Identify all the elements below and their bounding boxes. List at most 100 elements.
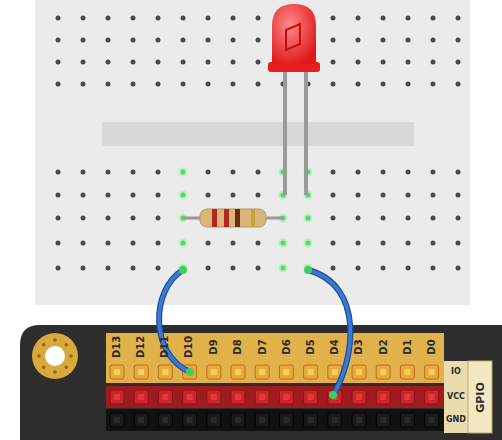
breadboard-hole	[231, 82, 236, 87]
header-pin	[400, 365, 414, 379]
wire-end	[186, 368, 194, 376]
breadboard-hole	[106, 16, 111, 21]
breadboard-hole	[180, 192, 187, 199]
header-pin-socket	[429, 417, 435, 423]
wire-end	[304, 266, 312, 274]
header-pin	[110, 365, 124, 379]
header-pin-socket	[404, 369, 410, 375]
header-pin-socket	[380, 369, 386, 375]
breadboard-hole	[406, 193, 411, 198]
breadboard-hole	[156, 266, 161, 271]
breadboard-hole	[106, 82, 111, 87]
breadboard-hole	[231, 241, 236, 246]
pin-name: D7	[257, 339, 267, 354]
breadboard-hole	[180, 169, 187, 176]
pin-row	[106, 361, 444, 383]
header-pin-socket	[356, 394, 362, 400]
breadboard-hole	[256, 38, 261, 43]
breadboard-hole	[381, 266, 386, 271]
breadboard-hole	[131, 82, 136, 87]
breadboard-hole	[456, 82, 461, 87]
breadboard-hole	[381, 216, 386, 221]
breadboard-hole	[456, 266, 461, 271]
breadboard-hole	[356, 216, 361, 221]
breadboard-hole	[81, 60, 86, 65]
breadboard-hole	[356, 266, 361, 271]
pin-label-strip	[106, 333, 444, 361]
mounting-hole-dot	[42, 343, 46, 347]
pin-name: D12	[136, 336, 146, 358]
header-pin-socket	[283, 417, 289, 423]
header-pin	[400, 413, 414, 427]
led-leg	[304, 70, 308, 195]
header-pin-socket	[356, 417, 362, 423]
mounting-hole-dot	[65, 343, 69, 347]
breadboard-hole	[331, 16, 336, 21]
header-pin	[231, 390, 245, 404]
gpio-label-panel	[468, 361, 492, 433]
pin-row	[106, 386, 444, 408]
header-pin-socket	[187, 417, 193, 423]
breadboard-hole	[356, 38, 361, 43]
pin-name: D2	[378, 339, 388, 354]
header-pin-socket	[138, 417, 144, 423]
header-pin-socket	[283, 394, 289, 400]
breadboard-hole	[256, 82, 261, 87]
header-pin	[328, 413, 342, 427]
pin-name: D8	[233, 339, 243, 354]
breadboard-hole	[131, 60, 136, 65]
header-pin	[158, 413, 172, 427]
breadboard-hole	[131, 266, 136, 271]
header-pin-socket	[211, 417, 217, 423]
resistor-symbol	[200, 209, 266, 227]
breadboard-hole	[406, 82, 411, 87]
breadboard-hole	[406, 38, 411, 43]
breadboard-hole	[431, 170, 436, 175]
header-pin-socket	[235, 394, 241, 400]
pin-name: D11	[160, 336, 170, 358]
breadboard-hole	[280, 240, 287, 247]
header-pin-socket	[380, 394, 386, 400]
breadboard-hole	[206, 82, 211, 87]
header-pin	[207, 365, 221, 379]
breadboard-hole	[231, 16, 236, 21]
header-pin	[158, 365, 172, 379]
header-pin	[231, 365, 245, 379]
resistor-band	[251, 209, 255, 227]
breadboard-hole	[56, 266, 61, 271]
header-pin-socket	[235, 369, 241, 375]
header-pin	[110, 390, 124, 404]
breadboard-hole	[156, 241, 161, 246]
breadboard-hole	[156, 193, 161, 198]
breadboard-hole	[206, 193, 211, 198]
breadboard-hole	[331, 60, 336, 65]
header-pin	[134, 413, 148, 427]
header-pin-socket	[404, 394, 410, 400]
breadboard-hole	[431, 216, 436, 221]
breadboard-hole	[381, 241, 386, 246]
header-pin	[328, 390, 342, 404]
breadboard-hole	[356, 82, 361, 87]
breadboard-hole	[81, 266, 86, 271]
breadboard-hole	[256, 193, 261, 198]
pin-name: D3	[354, 339, 364, 354]
header-pin-socket	[114, 394, 120, 400]
wire-end	[329, 391, 337, 399]
breadboard-hole	[331, 216, 336, 221]
pin-name: D9	[209, 339, 219, 354]
breadboard-hole	[431, 82, 436, 87]
resistor-band	[212, 209, 217, 227]
header-pin	[158, 390, 172, 404]
breadboard-hole	[406, 216, 411, 221]
header-pin-socket	[380, 417, 386, 423]
breadboard-hole	[181, 16, 186, 21]
led-symbol	[272, 4, 316, 64]
row-label-panel	[444, 361, 468, 433]
breadboard-hole	[81, 241, 86, 246]
jumper-wire-outline	[308, 270, 350, 395]
breadboard-hole	[206, 170, 211, 175]
header-pin	[352, 413, 366, 427]
breadboard-hole	[456, 170, 461, 175]
header-name: GPIO	[474, 382, 485, 413]
header-pin-socket	[259, 417, 265, 423]
